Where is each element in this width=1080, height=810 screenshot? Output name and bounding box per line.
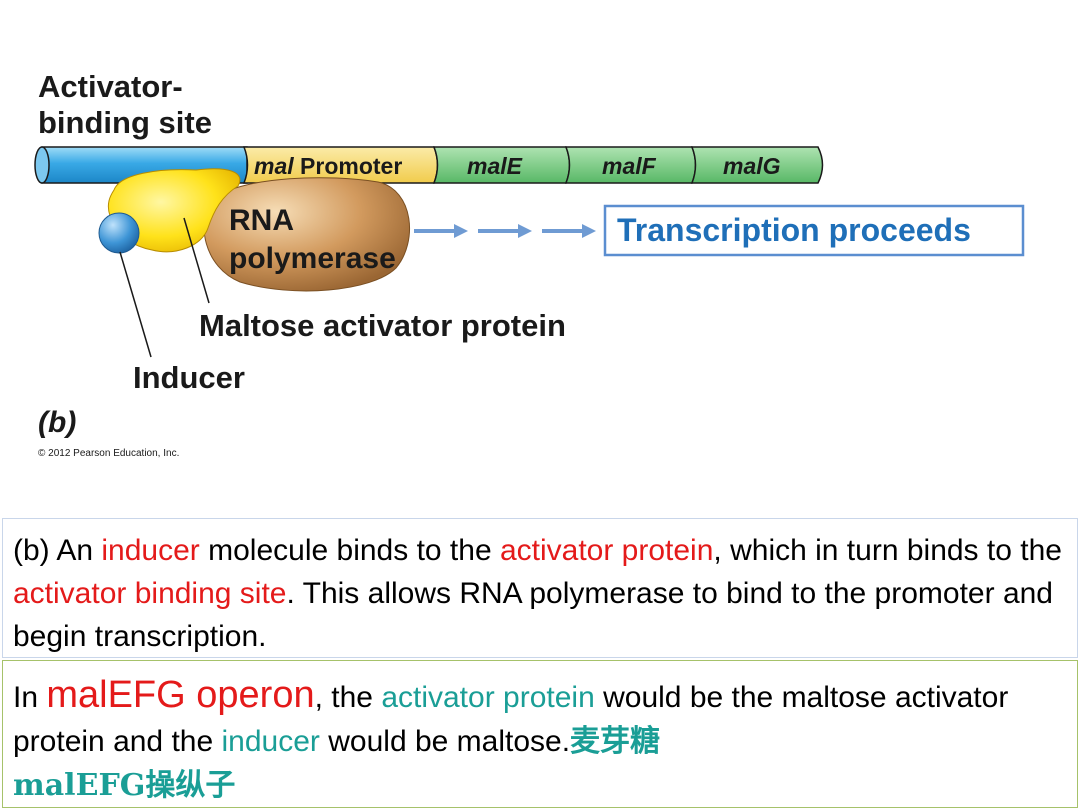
rna-polymerase-shape [203, 177, 411, 292]
activator-protein-label: Maltose activator protein [199, 308, 566, 343]
box2-cjk-operon: malEFG操纵子 [13, 768, 236, 803]
box2-text-4: would be maltose. [319, 725, 571, 758]
copyright-text: © 2012 Pearson Education, Inc. [38, 448, 179, 459]
inducer-shape [98, 212, 140, 254]
activator-leader-line [183, 217, 210, 304]
mal-italic-text: mal [254, 153, 294, 179]
note-box: In malEFG operon, the activator protein … [2, 660, 1078, 808]
mal-operon-diagram: Activator- binding site mal Promoter mal… [34, 69, 1025, 459]
mal-promoter-segment: mal Promoter [242, 146, 439, 184]
gene-malg-label: malG [723, 153, 781, 179]
rnap-label-line2: polymerase [229, 242, 396, 275]
inducer-leader-line [119, 251, 152, 358]
box2-text-3: would be the maltose activator protein a… [13, 681, 1009, 758]
panel-label: (b) [38, 406, 76, 439]
box2-highlight-operon: malEFG operon [46, 674, 315, 716]
box2-text-1: In [13, 681, 47, 714]
box1-highlight-activator-protein: activator protein [499, 534, 714, 567]
box1-text-2: molecule binds to the [199, 534, 500, 567]
box2-text-2: , the [314, 681, 382, 714]
gene-segments: malE malF malG [432, 146, 824, 184]
gene-malf-label: malF [602, 153, 657, 179]
box1-highlight-inducer: inducer [101, 534, 200, 567]
transcription-label: Transcription proceeds [617, 212, 971, 248]
box1-text-1: (b) An [13, 534, 102, 567]
promoter-text: Promoter [294, 153, 403, 179]
transcription-box [603, 204, 1025, 257]
box1-text-4: . This allows RNA polymerase to bind to … [13, 577, 1053, 653]
box2-highlight-activator-protein: activator protein [381, 681, 595, 714]
gene-male-label: malE [467, 153, 523, 179]
box2-cjk-maltose: 麦芽糖 [570, 724, 661, 759]
rnap-label-line1: RNA [229, 204, 294, 237]
box2-highlight-inducer: inducer [221, 725, 320, 758]
inducer-label: Inducer [133, 360, 245, 395]
transcription-arrows [414, 224, 596, 238]
box1-text-3: , which in turn binds to the [713, 534, 1062, 567]
explanation-box: (b) An inducer molecule binds to the act… [2, 518, 1078, 658]
svg-text:mal Promoter: mal Promoter [254, 153, 402, 179]
activator-site-label-line2: binding site [38, 105, 212, 140]
activator-site-label-line1: Activator- [38, 69, 183, 104]
box1-highlight-activator-binding-site: activator binding site [13, 577, 287, 610]
